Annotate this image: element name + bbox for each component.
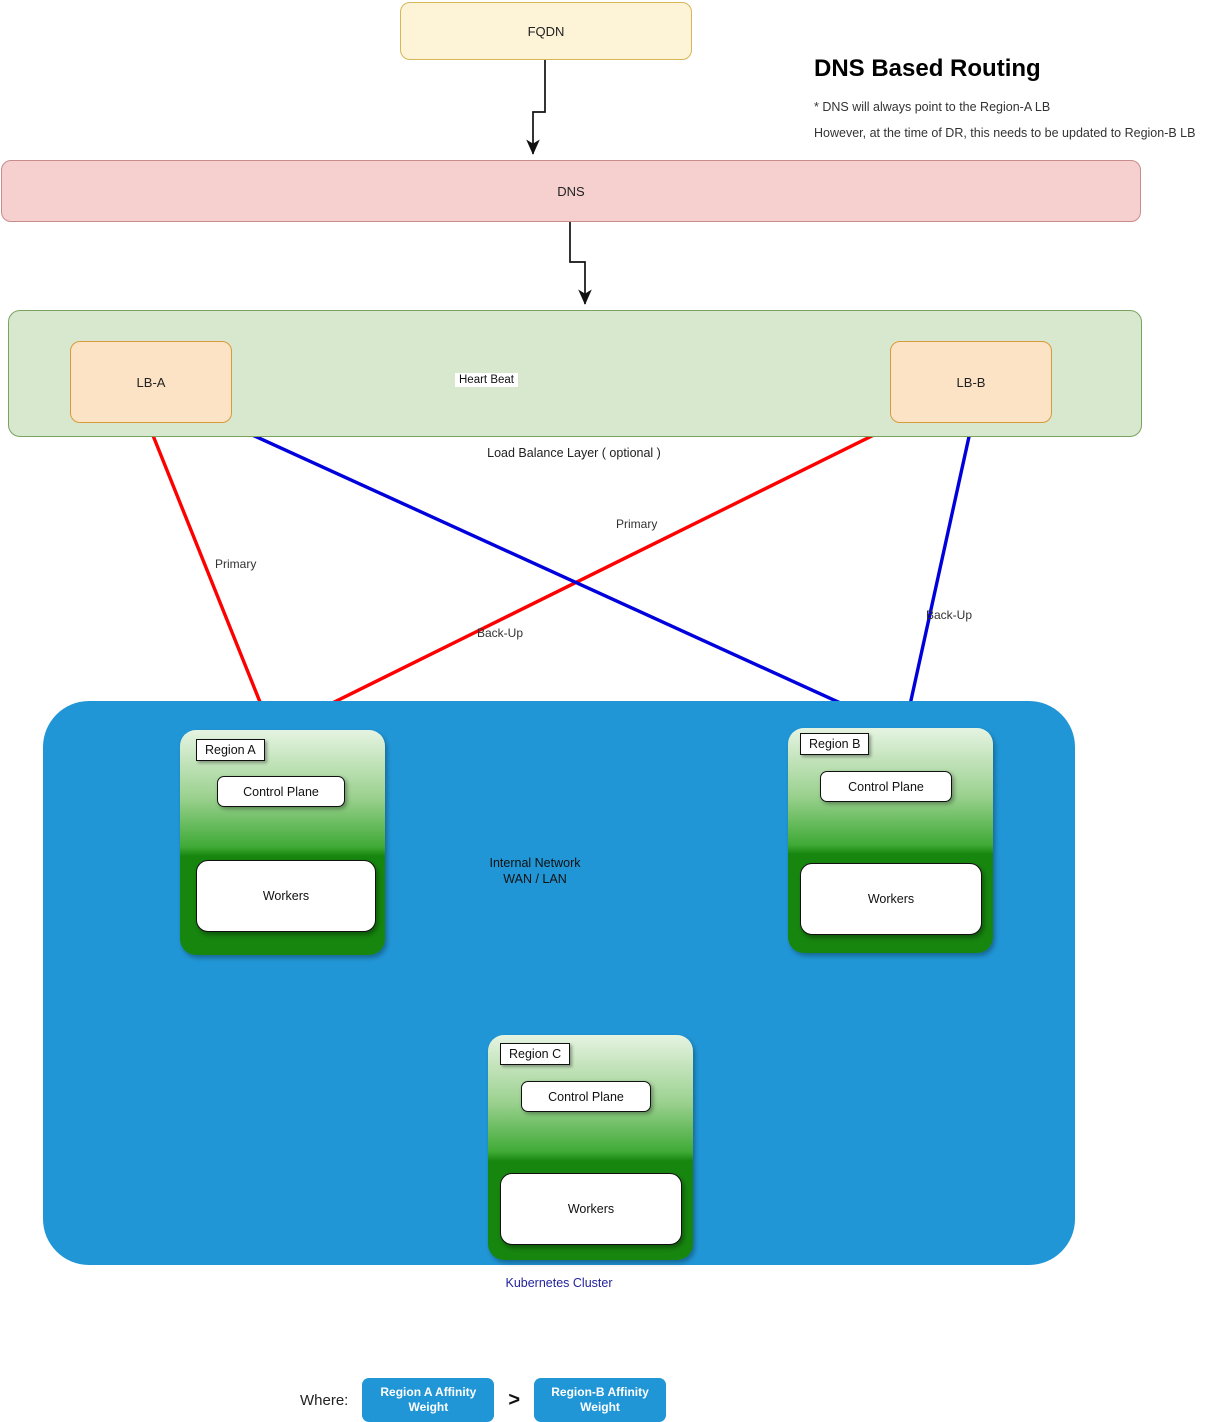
region-b-control-plane[interactable]: Control Plane bbox=[820, 771, 952, 802]
region-a-workers[interactable]: Workers bbox=[196, 860, 376, 932]
connector-lb-b-primary bbox=[900, 422, 974, 725]
note-dns-points-region-a: * DNS will always point to the Region-A … bbox=[814, 100, 1051, 114]
legend-greater-than-operator: > bbox=[508, 1388, 521, 1411]
legend-chip-region-b[interactable]: Region-B Affinity Weight bbox=[534, 1378, 667, 1422]
dns-label: DNS bbox=[557, 183, 585, 199]
legend-chip-region-b-line-1: Region-B Affinity bbox=[551, 1385, 649, 1399]
region-a-tag: Region A bbox=[196, 739, 265, 761]
edge-label-lb-a-primary: Primary bbox=[215, 557, 257, 571]
internal-network-line-1: Internal Network bbox=[489, 856, 581, 870]
lb-a-label: LB-A bbox=[136, 374, 166, 390]
region-b-tag: Region B bbox=[800, 733, 870, 755]
connector-lb-a-primary bbox=[146, 422, 271, 724]
fqdn-label: FQDN bbox=[527, 23, 565, 39]
legend-chip-region-a-line-1: Region A Affinity bbox=[380, 1385, 477, 1399]
page-title: DNS Based Routing bbox=[814, 55, 1041, 82]
legend-chip-region-a[interactable]: Region A Affinity Weight bbox=[362, 1378, 495, 1422]
dns-node[interactable]: DNS bbox=[1, 160, 1141, 222]
affinity-weight-legend: Where: Region A Affinity Weight > Region… bbox=[300, 1378, 667, 1422]
note-dr-update-region-b: However, at the time of DR, this needs t… bbox=[814, 126, 1196, 140]
region-b-workers[interactable]: Workers bbox=[800, 863, 982, 935]
connector-lb-b-backup-to-region-a bbox=[288, 421, 899, 726]
lb-b-node[interactable]: LB-B bbox=[890, 341, 1052, 423]
region-a-control-plane[interactable]: Control Plane bbox=[217, 776, 345, 807]
edge-label-lb-b-primary: Primary bbox=[616, 517, 658, 531]
connector-lb-a-backup-to-region-b bbox=[225, 421, 895, 729]
internal-network-label: Internal Network WAN / LAN bbox=[455, 855, 615, 887]
region-c-tag: Region C bbox=[500, 1043, 571, 1065]
legend-where-label: Where: bbox=[300, 1391, 349, 1409]
heartbeat-label: Heart Beat bbox=[455, 373, 518, 387]
legend-chip-region-b-line-2: Weight bbox=[580, 1400, 620, 1414]
lb-b-label: LB-B bbox=[956, 374, 986, 390]
kubernetes-cluster-label: Kubernetes Cluster bbox=[505, 1276, 613, 1290]
region-c-control-plane[interactable]: Control Plane bbox=[521, 1081, 651, 1112]
edge-label-lb-a-backup: Back-Up bbox=[926, 608, 973, 622]
fqdn-node[interactable]: FQDN bbox=[400, 2, 692, 60]
internal-network-line-2: WAN / LAN bbox=[503, 872, 567, 886]
edge-label-lb-b-backup: Back-Up bbox=[477, 626, 524, 640]
legend-chip-region-a-line-2: Weight bbox=[408, 1400, 449, 1414]
connector-fqdn-to-dns bbox=[526, 58, 546, 155]
region-c-workers[interactable]: Workers bbox=[500, 1173, 682, 1245]
load-balance-layer-label: Load Balance Layer ( optional ) bbox=[487, 446, 661, 460]
connector-dns-to-lb-layer bbox=[569, 220, 592, 305]
lb-a-node[interactable]: LB-A bbox=[70, 341, 232, 423]
